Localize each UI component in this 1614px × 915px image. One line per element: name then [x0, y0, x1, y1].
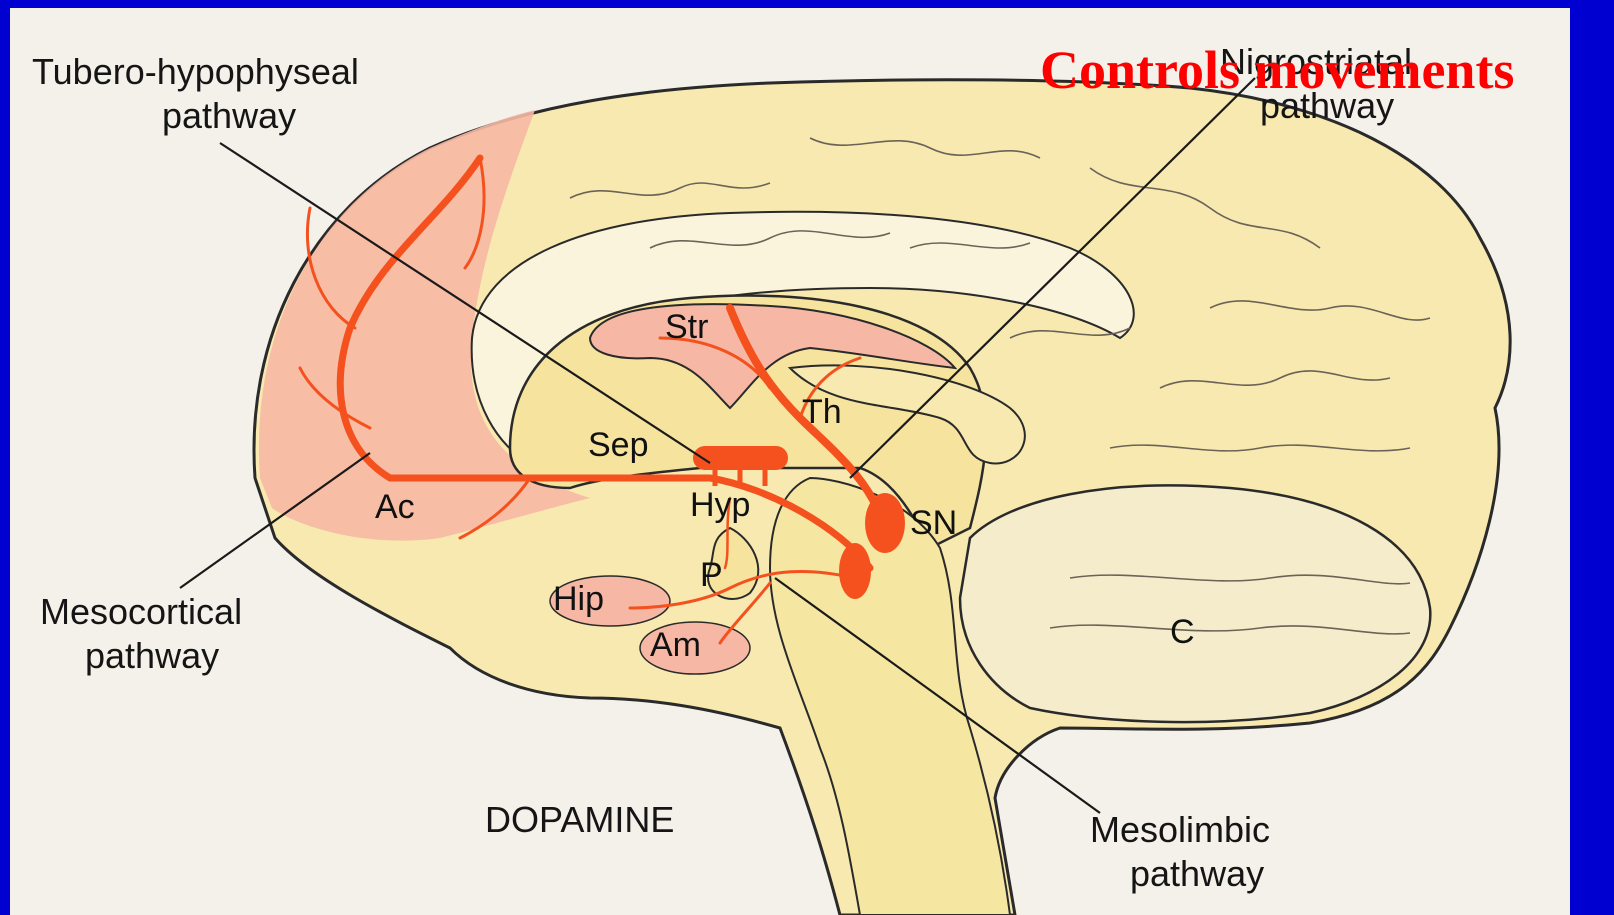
substantia-nigra-blob	[865, 493, 905, 553]
region-sep: Sep	[588, 426, 649, 465]
region-hyp: Hyp	[690, 486, 750, 525]
region-hip: Hip	[553, 580, 604, 619]
median-eminence-bar	[693, 446, 788, 470]
region-sn: SN	[910, 504, 957, 543]
tubero-hypophyseal-label: Tubero-hypophyseal pathway	[32, 50, 359, 138]
meso-line-2: pathway	[40, 634, 242, 678]
dopamine-pathways-figure: Tubero-hypophyseal pathway Nigrostriatal…	[10, 8, 1570, 915]
vta-blob	[839, 543, 871, 599]
dopamine-caption: DOPAMINE	[485, 798, 674, 842]
mesolimbic-line-1: Mesolimbic	[1090, 808, 1270, 852]
cerebellum-shape	[960, 485, 1430, 722]
region-th: Th	[802, 393, 842, 432]
mesolimbic-line-2: pathway	[1090, 852, 1270, 896]
region-p: P	[700, 556, 723, 595]
meso-line-1: Mesocortical	[40, 590, 242, 634]
mesolimbic-label: Mesolimbic pathway	[1090, 808, 1270, 896]
region-str: Str	[665, 308, 708, 347]
region-ac: Ac	[375, 488, 415, 527]
region-c: C	[1170, 613, 1195, 652]
brain-diagram	[10, 8, 1570, 915]
tubero-line-2: pathway	[32, 94, 359, 138]
tubero-line-1: Tubero-hypophyseal	[32, 50, 359, 94]
mesocortical-label: Mesocortical pathway	[40, 590, 242, 678]
region-am: Am	[650, 626, 701, 665]
slide-heading: Controls movements	[1040, 40, 1514, 100]
